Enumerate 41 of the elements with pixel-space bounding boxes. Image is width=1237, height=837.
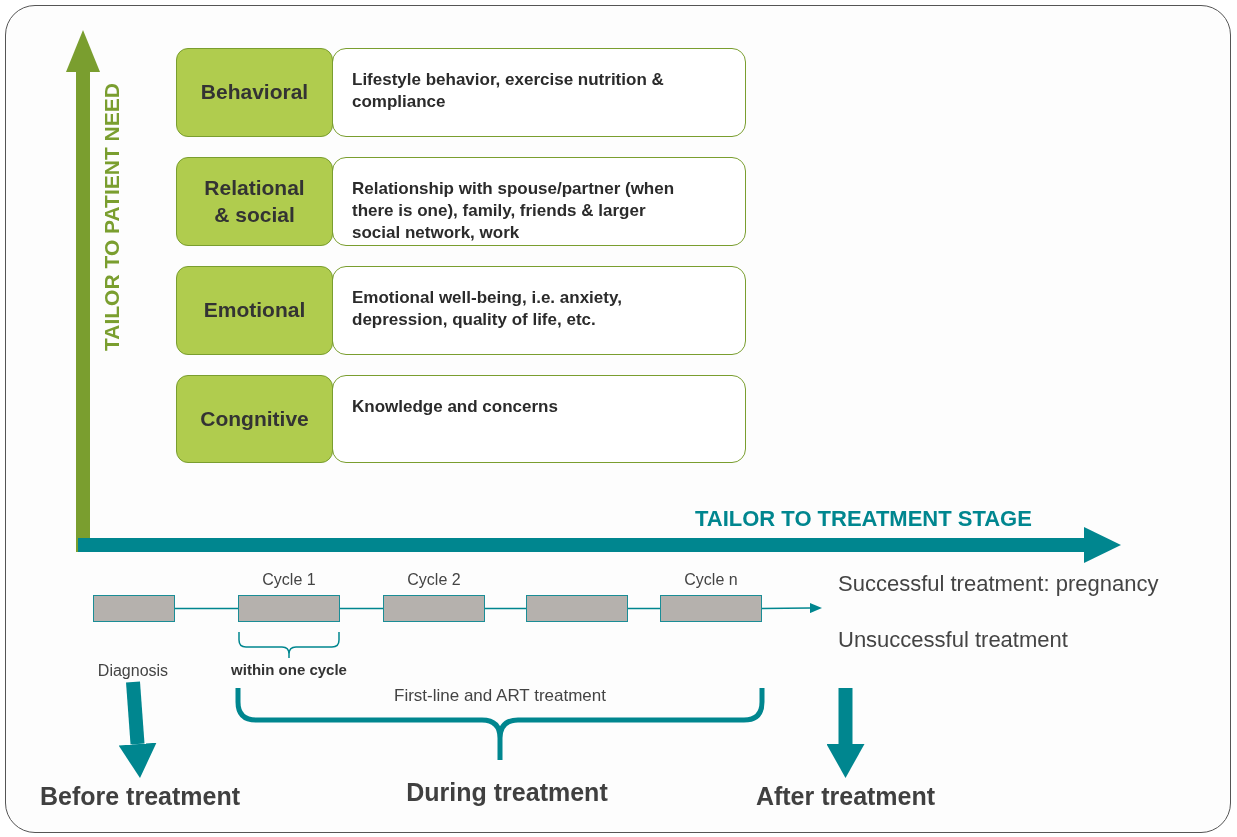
cycle-label: Cycle 1 <box>261 571 317 589</box>
description-box <box>332 266 746 355</box>
category-label: Emotional <box>203 297 306 324</box>
description-text: Emotional well-being, i.e. anxiety, depression, quality of life, etc. <box>352 287 623 332</box>
description-text: Knowledge and concerns <box>352 396 559 418</box>
timeline-line <box>174 607 239 610</box>
arrow <box>761 603 822 614</box>
category-box <box>176 375 333 463</box>
thick-arrow <box>118 681 157 778</box>
category-box <box>176 266 333 355</box>
description-box <box>332 157 746 246</box>
timeline-line <box>339 607 384 610</box>
description-text: Relationship with spouse/partner (when there is one), family, friends & larger social network, work <box>352 178 676 245</box>
bracket-label: within one cycle <box>230 661 348 678</box>
category-box <box>176 48 333 137</box>
category-box <box>176 157 333 246</box>
timeline-bar <box>526 595 628 622</box>
outcome-label: Unsuccessful treatment <box>838 627 1068 653</box>
phase-heading: After treatment <box>755 781 936 811</box>
stage-label: Diagnosis <box>97 662 169 680</box>
timeline-line <box>484 607 527 610</box>
phase-heading: During treatment <box>405 778 609 807</box>
outcome-label: Successful treatment: pregnancy <box>838 571 1159 597</box>
description-box <box>332 375 746 463</box>
bracket-label: First-line and ART treatment <box>393 686 607 706</box>
thick-arrow <box>826 688 865 778</box>
timeline-line <box>627 607 661 610</box>
description-text: Lifestyle behavior, exercise nutrition & compliance <box>352 69 665 114</box>
axis-label: TAILOR TO PATIENT NEED <box>100 82 124 353</box>
category-label: Relational & social <box>203 175 306 228</box>
category-label: Congnitive <box>200 405 309 432</box>
timeline-bar <box>93 595 175 622</box>
category-label: Behavioral <box>200 79 309 106</box>
timeline-bar <box>238 595 340 622</box>
cycle-label: Cycle 2 <box>406 571 462 589</box>
axis-label: TAILOR TO TREATMENT STAGE <box>695 506 1032 532</box>
timeline-bar <box>383 595 485 622</box>
phase-heading: Before treatment <box>39 781 241 811</box>
cycle-label: Cycle n <box>683 571 739 589</box>
description-box <box>332 48 746 137</box>
timeline-bar <box>660 595 762 622</box>
